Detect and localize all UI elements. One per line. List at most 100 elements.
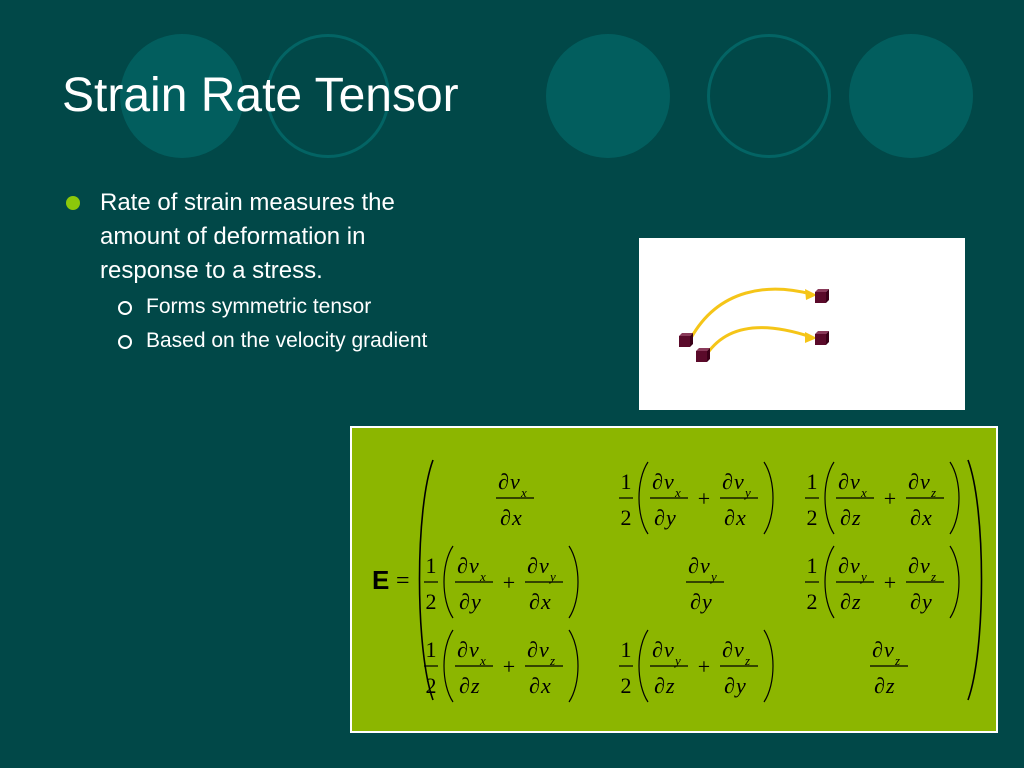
matrix-right-bracket — [967, 459, 983, 701]
bullet-item: Rate of strain measures the amount of de… — [64, 186, 484, 288]
right-paren — [568, 545, 579, 619]
numerator-one: 1 — [807, 553, 818, 578]
velocity-subscript: z — [930, 485, 936, 500]
velocity-subscript: z — [894, 653, 900, 668]
partial-symbol: ∂ — [652, 637, 663, 662]
left-paren — [638, 629, 649, 703]
partial-symbol: ∂ — [459, 589, 470, 614]
right-paren — [949, 545, 960, 619]
decor-circle-5 — [849, 34, 973, 158]
right-paren — [763, 461, 774, 535]
bullet-list: Rate of strain measures the amount of de… — [64, 186, 484, 360]
velocity-symbol: v — [850, 469, 860, 494]
variable-symbol: z — [851, 505, 861, 530]
velocity-symbol: v — [469, 553, 479, 578]
left-paren — [443, 629, 454, 703]
left-paren — [443, 545, 454, 619]
decor-circle-3 — [546, 34, 670, 158]
lower-arrowhead-icon — [805, 332, 817, 343]
velocity-subscript: z — [549, 653, 555, 668]
partial-symbol: ∂ — [910, 589, 921, 614]
velocity-symbol: v — [884, 637, 894, 662]
variable-symbol: z — [851, 589, 861, 614]
partial-symbol: ∂ — [910, 505, 921, 530]
sub-bullet-item: Forms symmetric tensor — [112, 288, 484, 326]
partial-symbol: ∂ — [459, 673, 470, 698]
bullet-text-line-1: Rate of strain measures the — [100, 189, 395, 216]
partial-symbol: ∂ — [838, 553, 849, 578]
plus-sign: + — [698, 654, 710, 679]
variable-symbol: z — [885, 673, 895, 698]
velocity-subscript: x — [479, 653, 486, 668]
partial-symbol: ∂ — [872, 637, 883, 662]
cube-icon — [815, 289, 829, 303]
velocity-symbol: v — [510, 469, 520, 494]
partial-symbol: ∂ — [908, 469, 919, 494]
bullet-dot-icon — [66, 196, 80, 210]
right-paren — [763, 629, 774, 703]
slide-title: Strain Rate Tensor — [62, 69, 459, 122]
partial-symbol: ∂ — [838, 469, 849, 494]
partial-symbol: ∂ — [724, 505, 735, 530]
denominator-two: 2 — [621, 673, 632, 698]
plus-sign: + — [884, 486, 896, 511]
denominator-two: 2 — [807, 505, 818, 530]
numerator-one: 1 — [807, 469, 818, 494]
partial-symbol: ∂ — [652, 469, 663, 494]
bullet-text-line-2: amount of deformation in — [100, 223, 366, 250]
right-paren — [568, 629, 579, 703]
velocity-subscript: z — [744, 653, 750, 668]
velocity-symbol: v — [664, 637, 674, 662]
velocity-subscript: x — [674, 485, 681, 500]
partial-symbol: ∂ — [840, 505, 851, 530]
sub-bullet-ring-icon — [118, 335, 132, 349]
velocity-subscript: y — [743, 485, 751, 500]
variable-symbol: x — [921, 505, 932, 530]
partial-symbol: ∂ — [457, 637, 468, 662]
left-paren — [824, 461, 835, 535]
variable-symbol: y — [920, 589, 932, 614]
partial-symbol: ∂ — [840, 589, 851, 614]
cube-icon — [696, 348, 710, 362]
sub-bullet-item: Based on the velocity gradient — [112, 322, 484, 360]
denominator-two: 2 — [426, 673, 437, 698]
numerator-one: 1 — [621, 637, 632, 662]
deformation-diagram — [679, 287, 829, 362]
velocity-subscript: x — [520, 485, 527, 500]
velocity-symbol: v — [664, 469, 674, 494]
partial-symbol: ∂ — [724, 673, 735, 698]
variable-symbol: y — [700, 589, 712, 614]
partial-symbol: ∂ — [527, 637, 538, 662]
variable-symbol: y — [664, 505, 676, 530]
left-paren — [638, 461, 649, 535]
denominator-two: 2 — [621, 505, 632, 530]
partial-symbol: ∂ — [908, 553, 919, 578]
velocity-symbol: v — [920, 553, 930, 578]
velocity-subscript: y — [859, 569, 867, 584]
sub-bullet-text: Based on the velocity gradient — [146, 329, 428, 352]
plus-sign: + — [503, 570, 515, 595]
velocity-symbol: v — [539, 637, 549, 662]
upper-arrowhead-icon — [805, 289, 817, 300]
velocity-symbol: v — [920, 469, 930, 494]
partial-symbol: ∂ — [529, 589, 540, 614]
variable-symbol: z — [470, 673, 480, 698]
variable-symbol: x — [511, 505, 522, 530]
variable-symbol: y — [469, 589, 481, 614]
variable-symbol: x — [540, 589, 551, 614]
velocity-subscript: x — [860, 485, 867, 500]
denominator-two: 2 — [807, 589, 818, 614]
sub-bullet-text: Forms symmetric tensor — [146, 295, 372, 318]
partial-symbol: ∂ — [457, 553, 468, 578]
upper-arrow-path — [689, 287, 812, 339]
partial-symbol: ∂ — [529, 673, 540, 698]
plus-sign: + — [884, 570, 896, 595]
lower-arrow-path — [705, 326, 812, 355]
partial-symbol: ∂ — [498, 469, 509, 494]
plus-sign: + — [503, 654, 515, 679]
velocity-subscript: x — [479, 569, 486, 584]
partial-symbol: ∂ — [690, 589, 701, 614]
decor-circle-2 — [266, 34, 390, 158]
sub-bullet-ring-icon — [118, 301, 132, 315]
